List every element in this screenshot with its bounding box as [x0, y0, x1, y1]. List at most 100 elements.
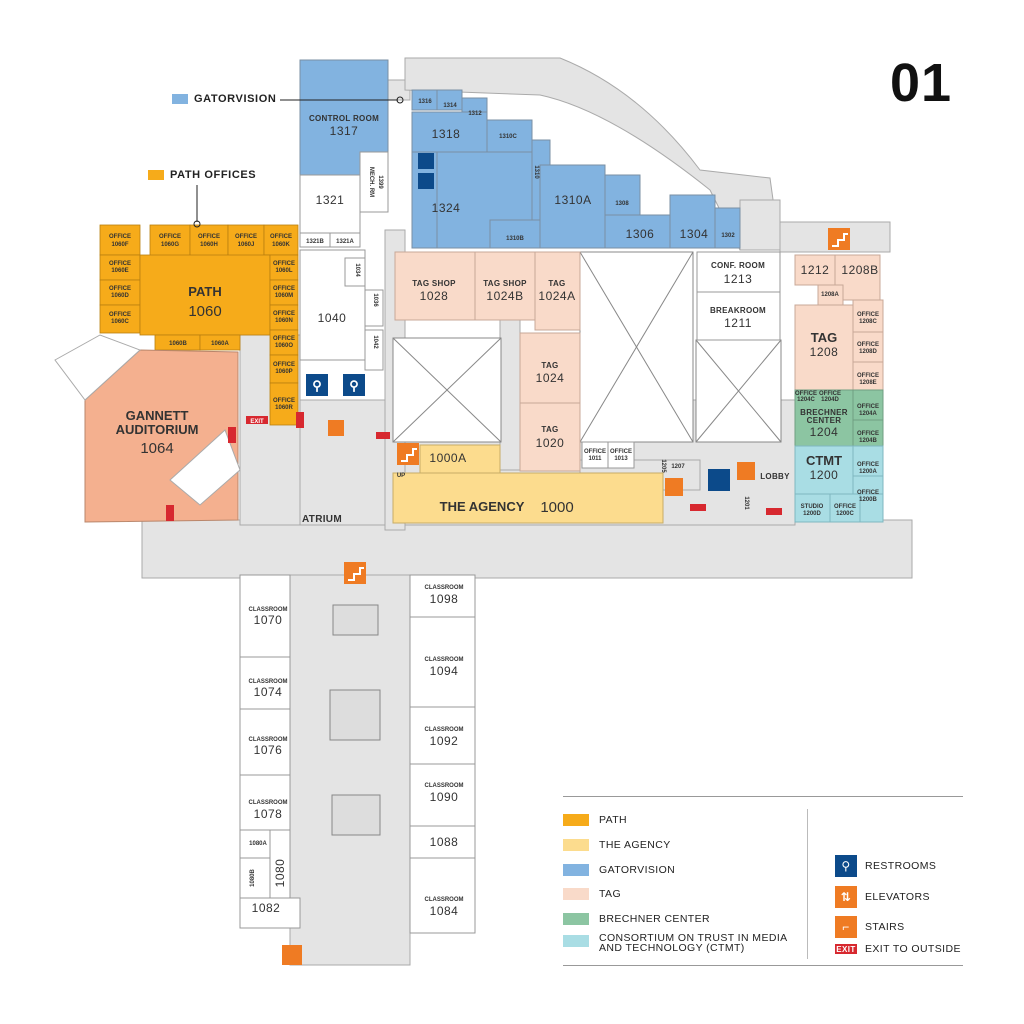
legend-label: EXIT TO OUTSIDE — [865, 943, 961, 955]
svg-text:OFFICE: OFFICE — [857, 404, 879, 410]
svg-text:OFFICE: OFFICE — [273, 336, 295, 342]
svg-text:1060P: 1060P — [275, 369, 292, 375]
legend-label: STAIRS — [865, 921, 905, 933]
svg-text:CLASSROOM: CLASSROOM — [249, 679, 288, 685]
svg-text:1200D: 1200D — [803, 511, 821, 517]
path-offices-callout-label: PATH OFFICES — [170, 169, 257, 181]
exit-sign-icon — [228, 427, 236, 443]
svg-text:CLASSROOM: CLASSROOM — [425, 783, 464, 789]
svg-text:MECH. RM: MECH. RM — [368, 167, 374, 197]
svg-text:1204A: 1204A — [859, 411, 877, 417]
tag-rooms — [394, 251, 884, 472]
elevator-icon — [328, 420, 344, 436]
planters — [329, 604, 381, 836]
svg-text:1060A: 1060A — [211, 341, 229, 347]
svg-text:OFFICE: OFFICE — [235, 234, 257, 240]
svg-text:1306: 1306 — [626, 227, 655, 241]
svg-text:OFFICE: OFFICE — [584, 449, 606, 455]
svg-text:1070: 1070 — [254, 613, 283, 627]
legend-label: ELEVATORS — [865, 891, 930, 903]
svg-text:1034: 1034 — [354, 263, 360, 277]
svg-text:1060D: 1060D — [111, 293, 129, 299]
svg-text:1321A: 1321A — [336, 239, 354, 245]
svg-text:1212: 1212 — [801, 263, 830, 277]
open-to-below — [392, 251, 782, 443]
svg-text:OFFICE: OFFICE — [834, 504, 856, 510]
svg-text:1000A: 1000A — [429, 451, 466, 465]
legend-label: PATH — [599, 814, 628, 826]
stairs-icon — [665, 478, 683, 496]
svg-text:OFFICE: OFFICE — [857, 431, 879, 437]
legend-swatch — [563, 814, 589, 826]
svg-text:OFFICE: OFFICE — [819, 391, 841, 397]
svg-text:PATH: PATH — [188, 284, 221, 299]
svg-text:1213: 1213 — [724, 272, 753, 286]
svg-text:OFFICE: OFFICE — [857, 490, 879, 496]
svg-text:1208C: 1208C — [859, 319, 877, 325]
svg-text:STUDIO: STUDIO — [801, 504, 824, 510]
svg-text:CLASSROOM: CLASSROOM — [425, 585, 464, 591]
svg-text:1204: 1204 — [810, 425, 839, 439]
svg-text:1200C: 1200C — [836, 511, 854, 517]
exit-sign-icon — [166, 505, 174, 521]
svg-text:OFFICE: OFFICE — [610, 449, 632, 455]
gatorvision-rooms — [299, 59, 741, 249]
svg-text:1201: 1201 — [743, 496, 749, 510]
svg-text:1060R: 1060R — [275, 405, 293, 411]
svg-text:OFFICE: OFFICE — [857, 462, 879, 468]
legend-item-brechner: BRECHNER CENTER — [563, 913, 710, 925]
svg-text:1084: 1084 — [430, 904, 459, 918]
svg-text:1080B: 1080B — [250, 868, 256, 886]
svg-text:AUDITORIUM: AUDITORIUM — [116, 422, 199, 437]
legend-swatch — [563, 839, 589, 851]
svg-text:1060H: 1060H — [200, 242, 218, 248]
svg-text:1060O: 1060O — [275, 343, 293, 349]
svg-text:1060F: 1060F — [111, 242, 128, 248]
svg-text:TAG: TAG — [548, 279, 565, 288]
svg-text:1060M: 1060M — [275, 293, 293, 299]
svg-text:1000: 1000 — [540, 499, 573, 516]
svg-text:1312: 1312 — [468, 111, 482, 117]
svg-text:1074: 1074 — [254, 685, 283, 699]
svg-text:1090: 1090 — [430, 790, 459, 804]
stairs-icon — [828, 228, 850, 250]
svg-text:OFFICE: OFFICE — [795, 391, 817, 397]
svg-text:1208D: 1208D — [859, 349, 877, 355]
svg-text:1024: 1024 — [536, 371, 565, 385]
ctmt-rooms — [794, 445, 884, 523]
classroom-rooms — [239, 574, 476, 934]
room-labels: CONTROL ROOM 1317 1316 1314 1312 1318 13… — [109, 99, 879, 918]
svg-text:1060B: 1060B — [169, 341, 187, 347]
svg-text:1204C: 1204C — [797, 397, 815, 403]
legend-item-path: PATH — [563, 814, 627, 826]
svg-text:1042: 1042 — [372, 335, 378, 349]
elevator-icon — [737, 462, 755, 480]
svg-text:1080A: 1080A — [249, 841, 267, 847]
svg-text:1314: 1314 — [443, 103, 457, 109]
svg-text:THE AGENCY: THE AGENCY — [440, 499, 525, 514]
svg-text:1310B: 1310B — [506, 236, 524, 242]
svg-text:OFFICE: OFFICE — [857, 342, 879, 348]
svg-text:1200B: 1200B — [859, 497, 877, 503]
svg-text:OFFICE: OFFICE — [273, 398, 295, 404]
svg-text:1060: 1060 — [188, 303, 221, 320]
svg-text:1310C: 1310C — [499, 134, 517, 140]
gatorvision-callout: GATORVISION — [172, 93, 276, 105]
svg-text:CLASSROOM: CLASSROOM — [425, 657, 464, 663]
svg-text:CLASSROOM: CLASSROOM — [249, 800, 288, 806]
svg-text:CLASSROOM: CLASSROOM — [249, 737, 288, 743]
svg-text:1321: 1321 — [316, 193, 345, 207]
svg-text:1321B: 1321B — [306, 239, 324, 245]
gatorvision-swatch — [172, 94, 188, 104]
svg-text:CONF. ROOM: CONF. ROOM — [711, 261, 765, 270]
svg-text:TAG SHOP: TAG SHOP — [412, 279, 456, 288]
restroom-icon: ⚲ — [835, 855, 857, 877]
svg-text:1324: 1324 — [432, 201, 461, 215]
svg-text:1013: 1013 — [614, 456, 628, 462]
svg-text:OFFICE: OFFICE — [109, 286, 131, 292]
path-swatch — [148, 170, 164, 180]
restroom-icon: ⚲ — [306, 374, 328, 396]
svg-text:OFFICE: OFFICE — [109, 312, 131, 318]
svg-text:UP: UP — [397, 473, 405, 479]
